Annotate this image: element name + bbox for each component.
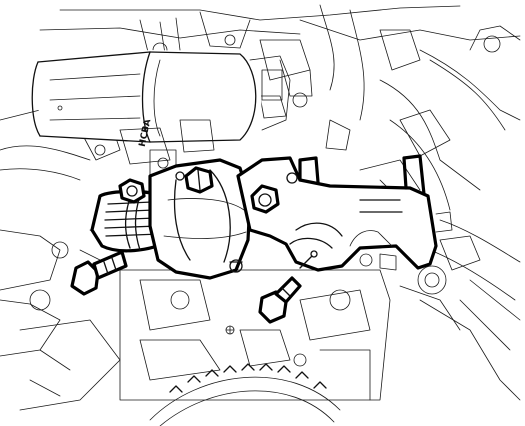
coil-actuator: HCBA: [31, 50, 291, 177]
small-stud-upper: [175, 171, 298, 184]
stud-outlet-top: [250, 184, 280, 214]
thermostat-housing: [148, 158, 252, 280]
stud-thin-right: [299, 250, 318, 269]
bolt-housing-top: [184, 166, 214, 194]
outlet-pipe: [236, 154, 453, 272]
background-engine-linework: [0, 4, 521, 426]
bolt-housing-top-left: [118, 178, 146, 204]
bolt-lower-long: [258, 276, 302, 324]
stud-housing-bottom: [229, 259, 243, 273]
bolt-left-long: [70, 250, 128, 296]
